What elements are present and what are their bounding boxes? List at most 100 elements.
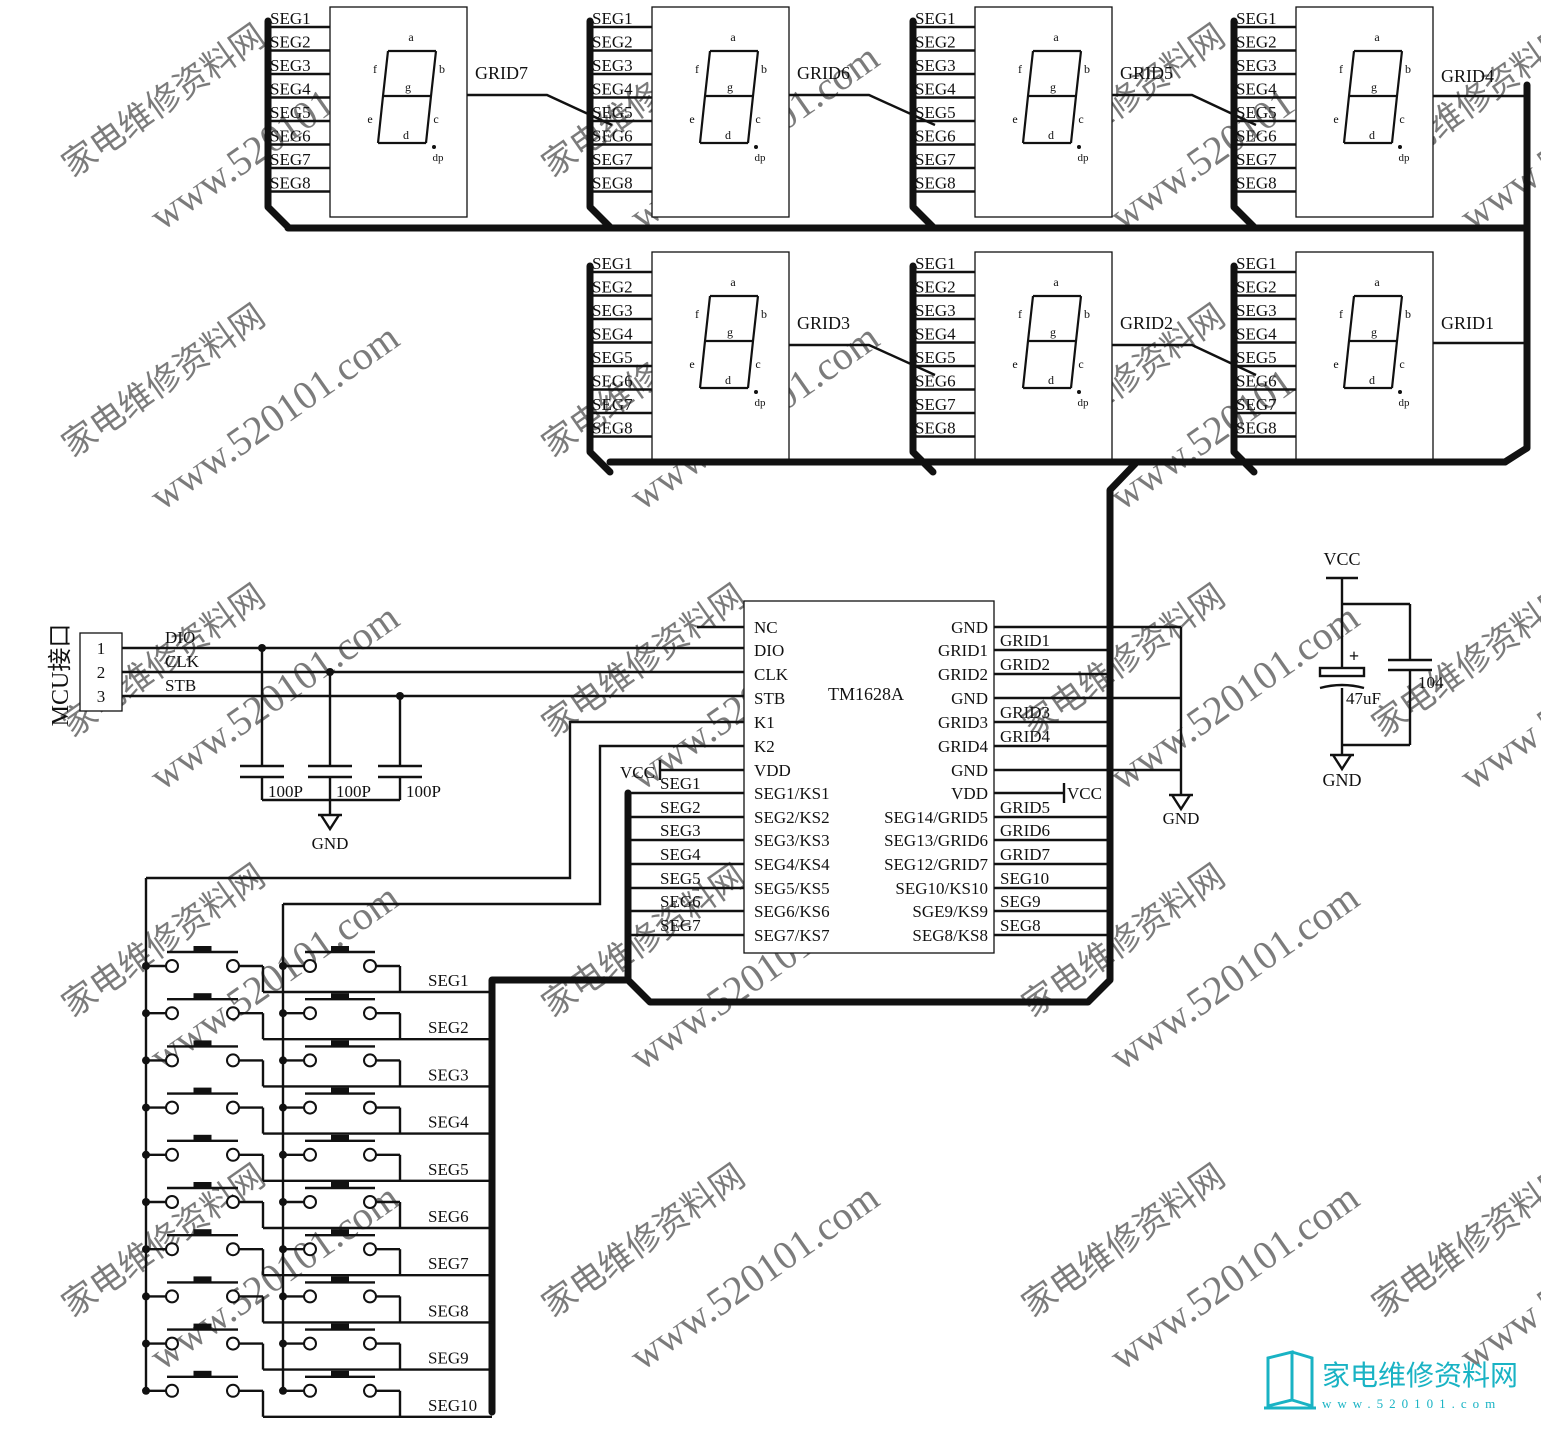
cap-value: 100P [406,782,441,801]
seg-a: a [1374,275,1380,289]
seg-pin-label: SEG6 [592,372,633,391]
key-contact [303,1006,317,1021]
ic-left-pin: SEG4/KS4 [754,855,830,874]
key-contact [363,1147,377,1162]
watermark-url: www.520101.com [1101,874,1367,1079]
seg-dp: dp [1078,152,1090,164]
key-contact [303,1289,317,1304]
segment-outline [1021,294,1083,390]
grid-label: GRID5 [1120,63,1173,83]
grid-label: GRID3 [797,313,850,333]
grid-label: GRID7 [475,63,528,83]
ic-right-pin: SEG12/GRID7 [884,855,988,874]
site-logo: 家电维修资料网 www.520101.com [1264,1350,1518,1411]
vcc-label: VCC [620,763,655,782]
connector-pin-number: 2 [97,663,106,682]
seg-pin-label: SEG2 [1236,278,1277,297]
segment-outline [698,49,760,145]
right-wire-label: SEG8 [1000,916,1041,935]
key-contact [226,959,240,973]
key-contact [165,1006,179,1021]
seg-pin-label: SEG7 [915,395,956,414]
grid-label: GRID6 [797,63,850,83]
seg-pin-label: SEG5 [915,348,956,367]
key-contact [363,1336,377,1351]
ground-symbol [1169,793,1193,812]
seg-pin-label: SEG4 [592,80,633,99]
key-row-label: SEG5 [428,1160,469,1179]
key-cap [193,1276,212,1283]
seg-b: b [1405,307,1411,321]
key-contact [303,1195,317,1209]
key-cap [331,1134,349,1141]
key-cap [331,1040,349,1047]
vcc-label: VCC [1067,784,1102,803]
seg-pin-label: SEG6 [270,127,311,146]
ic-right-pin: VDD [951,784,988,803]
key-contact [165,1242,179,1257]
key-contact [303,1053,317,1068]
seg-pin-label: SEG8 [592,174,633,193]
right-wire-label: GRID6 [1000,821,1050,840]
seg-dp: dp [433,152,445,164]
seg-pin-label: SEG2 [1236,33,1277,52]
key-seg-bus [488,976,632,1416]
vcc-label: VCC [1323,549,1360,569]
seg-pin-label: SEG8 [1236,174,1277,193]
display-body [1295,6,1434,218]
key-cap [331,1370,349,1377]
key-contact [303,1336,317,1351]
seg-a: a [408,30,414,44]
seg-a: a [730,30,736,44]
signal-label: DIO [165,628,195,647]
ic-right-pin: SEG10/KS10 [895,879,988,898]
seg-f: f [1339,307,1343,321]
k1-wire [146,720,744,880]
decimal-point [754,390,758,394]
digit-6: SEG1aSEG2bSEG3cSEG4dSEG5eSEG6fSEG7gSEG8d… [909,251,1257,476]
seg-g: g [727,80,733,94]
right-wire-label: GRID5 [1000,798,1050,817]
key-row-label: SEG9 [428,1349,469,1368]
bus-lines [284,81,1531,1006]
seg-pin-label: SEG3 [1236,301,1277,320]
grid-label: GRID1 [1441,313,1494,333]
display-body [329,6,468,218]
display-body [651,251,790,463]
key-contact [165,1147,179,1162]
electrolytic-plate [1318,666,1366,678]
seg-pin-label: SEG6 [592,127,633,146]
key-cap [331,946,349,952]
logo-url: www.520101.com [1322,1396,1501,1411]
ceramic-cap-value: 104 [1418,673,1444,692]
ic-right-pin: GND [951,689,988,708]
seg-e: e [689,357,694,371]
seg-g: g [405,80,411,94]
decimal-point [1398,145,1402,149]
ic-left-pin: SEG6/KS6 [754,902,830,921]
gnd-label: GND [1323,770,1362,790]
key-contact [165,1289,179,1304]
seg-e: e [689,112,694,126]
ic-right-pin: SEG13/GRID6 [884,831,988,850]
seg-e: e [367,112,372,126]
key-matrix: SEG1SEG2SEG3SEG4SEG5SEG6SEG7SEG8SEG9SEG1… [142,878,632,1419]
signal-label: STB [165,676,196,695]
seg-pin-label: SEG1 [270,9,311,28]
seg-g: g [1050,80,1056,94]
seg-e: e [1012,112,1017,126]
cap-value: 100P [268,782,303,801]
seg-g: g [1050,325,1056,339]
seg-pin-label: SEG7 [1236,150,1277,169]
key-cap [193,1182,212,1188]
seg-c: c [1078,112,1083,126]
logo-text: 家电维修资料网 [1322,1360,1518,1392]
k2-wire [283,744,744,906]
digit-bus [586,262,614,476]
key-cap [331,1182,349,1188]
seg-c: c [755,112,760,126]
